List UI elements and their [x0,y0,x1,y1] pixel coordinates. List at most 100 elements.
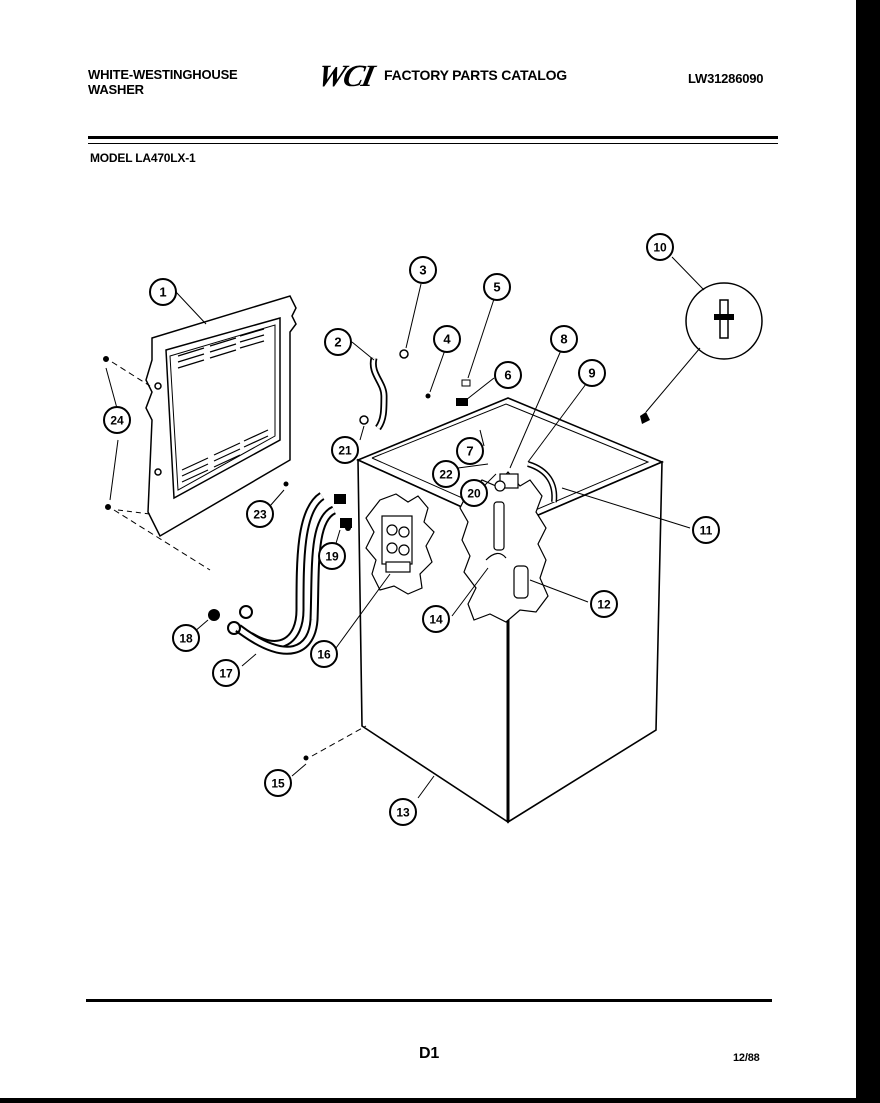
callout-circle [103,406,131,434]
callout-part-1: 1 [149,278,177,306]
screw-19 [345,525,351,531]
callout-number: 16 [317,648,331,662]
callout-number: 20 [467,487,481,501]
callout-part-4: 4 [433,325,461,353]
callout-number: 11 [700,524,713,538]
callout-circle [550,325,578,353]
callout-number: 18 [179,632,193,646]
cutaway-valve [365,493,435,595]
callout-part-7: 7 [456,437,484,465]
callout-circle [590,590,618,618]
callout-number: 4 [443,332,451,347]
screw-4 [425,393,431,399]
callout-number: 2 [334,335,341,350]
rear-panel [145,295,297,538]
hose-part-2 [369,357,388,431]
callout-circle [646,233,674,261]
callout-number: 15 [271,777,285,791]
callout-circle [389,798,417,826]
callout-part-5: 5 [483,273,511,301]
callout-part-22: 22 [432,460,460,488]
callout-part-24: 24 [103,406,131,434]
document-number: LW31286090 [688,71,764,86]
fill-hoses [227,492,352,655]
product-type: WASHER [88,82,144,97]
callout-number: 14 [429,613,443,627]
callout-number: 5 [493,280,500,295]
callout-number: 6 [504,368,511,383]
callout-number: 7 [466,444,473,459]
callout-circle [409,256,437,284]
leader-lines [105,256,705,799]
callout-number: 23 [253,508,267,522]
callout-part-13: 13 [389,798,417,826]
callout-circle [433,325,461,353]
callout-circle [460,479,488,507]
callout-number: 24 [110,414,124,428]
callout-number: 13 [396,806,410,820]
callout-part-12: 12 [590,590,618,618]
callout-number: 17 [219,667,233,681]
header-rule-thin [88,143,778,144]
callout-number: 19 [325,550,339,564]
callout-part-3: 3 [409,256,437,284]
callout-number: 21 [338,444,352,458]
callout-part-17: 17 [212,659,240,687]
callout-circle [331,436,359,464]
callout-part-18: 18 [172,624,200,652]
callout-circle [264,769,292,797]
screw-23 [283,481,289,487]
callout-part-6: 6 [494,361,522,389]
callout-circle [494,361,522,389]
hose-washer-18 [208,609,220,621]
callout-part-10: 10 [646,233,674,261]
callout-circle [212,659,240,687]
callout-part-16: 16 [310,640,338,668]
callout-number: 8 [560,332,567,347]
wci-logo: WCI [314,58,377,93]
clamp-3 [399,349,409,359]
callout-part-14: 14 [422,605,450,633]
clip-5 [461,379,471,387]
callout-circle [456,437,484,465]
brand-block: WHITE-WESTINGHOUSE WASHER [88,67,238,97]
panel-screws [103,356,211,571]
revision-date: 12/88 [733,1052,760,1064]
footer-rule [86,999,772,1002]
callout-circle [432,460,460,488]
callout-part-11: 11 [692,516,720,544]
screw-15 [303,725,367,761]
callout-number: 10 [653,241,667,255]
callout-number: 22 [439,468,453,482]
callout-number: 9 [588,366,595,381]
inset-detail-10 [640,282,763,424]
callout-circle [310,640,338,668]
page-code: D1 [419,1045,440,1062]
callout-part-19: 19 [318,542,346,570]
callout-number: 3 [419,263,426,278]
callout-part-2: 2 [324,328,352,356]
callout-circle [692,516,720,544]
callout-part-9: 9 [578,359,606,387]
catalog-title: FACTORY PARTS CATALOG [384,67,567,83]
brand-name: WHITE-WESTINGHOUSE [88,67,238,82]
callout-part-15: 15 [264,769,292,797]
header-rule-thick [88,136,778,139]
callout-circle [246,500,274,528]
clamp-21 [359,415,369,425]
model-label: MODEL LA470LX-1 [90,151,196,165]
callout-circle [172,624,200,652]
callout-circle [483,273,511,301]
callout-part-23: 23 [246,500,274,528]
callout-number: 1 [159,285,166,300]
callout-number: 12 [597,598,611,612]
callout-circle [318,542,346,570]
cutaway-hose [459,471,549,623]
bracket-6 [456,398,468,406]
callout-circle [422,605,450,633]
callout-circle [578,359,606,387]
callout-part-21: 21 [331,436,359,464]
